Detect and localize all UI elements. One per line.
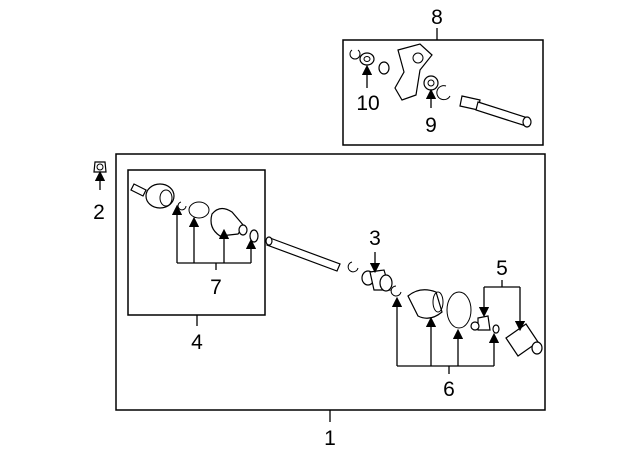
shaft-clip-part	[347, 261, 359, 273]
group-8-box: 8 10 9	[342, 6, 544, 146]
callout-4: 4	[191, 331, 203, 354]
tripod-joint-part	[470, 315, 491, 331]
inner-boot-part	[407, 289, 444, 319]
large-band-part	[446, 291, 472, 329]
callout-1: 1	[324, 427, 336, 450]
clip-part	[177, 201, 187, 211]
callout-5: 5	[496, 257, 508, 280]
bracket-part	[394, 43, 433, 101]
circlip-part	[436, 85, 451, 101]
seal-part	[378, 61, 390, 75]
leader-6	[391, 296, 500, 374]
callout-3: 3	[369, 227, 381, 250]
outer-boot-part	[210, 207, 248, 237]
callout-9: 9	[425, 114, 437, 137]
small-ring-part	[492, 324, 500, 334]
bearing-9-part	[423, 75, 439, 91]
group-4-box: 4 7	[127, 169, 266, 354]
callout-2: 2	[93, 201, 105, 224]
leader-7	[171, 204, 257, 270]
inner-clip-part	[390, 285, 402, 297]
axle-shaft-part	[265, 236, 341, 272]
boot-band-part	[188, 201, 210, 219]
callout-7: 7	[210, 276, 222, 299]
small-band-part	[249, 229, 259, 243]
bearing-10-part	[359, 52, 375, 66]
callout-6: 6	[443, 378, 455, 401]
dynamic-damper-3-part: 3	[361, 227, 393, 292]
intermediate-shaft-part	[459, 95, 532, 128]
inner-cv-housing-part	[505, 323, 543, 357]
nut-2-part: 2	[93, 161, 107, 224]
callout-8: 8	[431, 6, 443, 29]
leader-5	[478, 280, 526, 332]
group-1-box: 1	[115, 153, 546, 450]
snap-ring-part	[349, 49, 361, 60]
outer-cv-joint-part	[130, 183, 175, 209]
callout-10: 10	[356, 92, 379, 115]
